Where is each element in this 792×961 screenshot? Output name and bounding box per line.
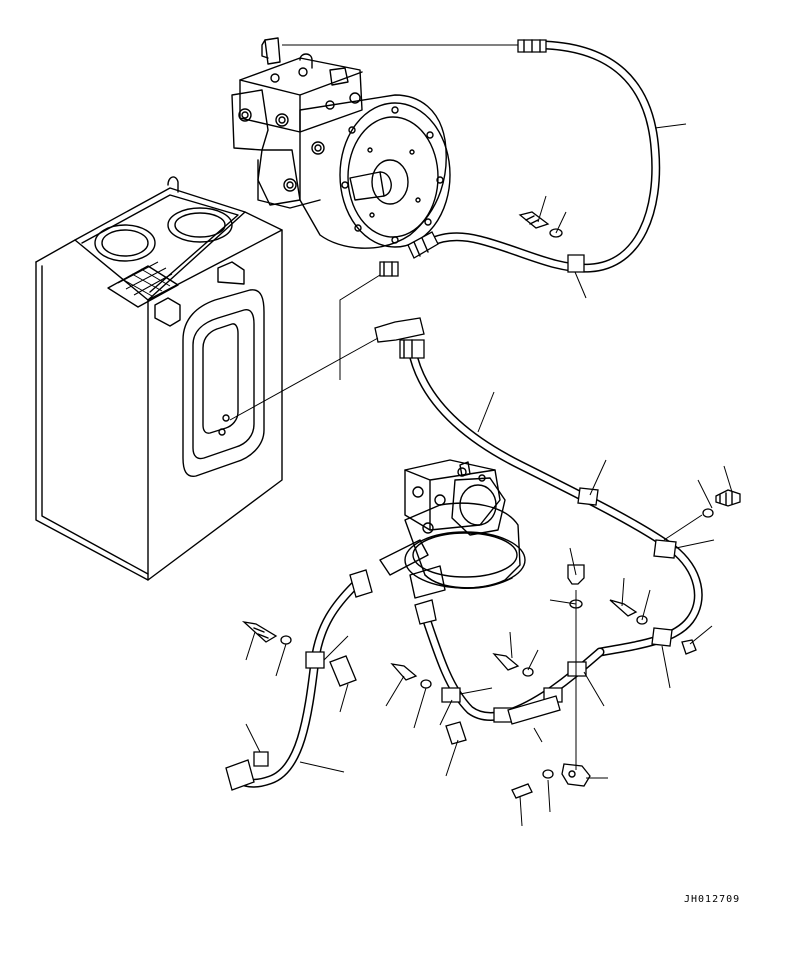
callout-leaders bbox=[245, 123, 733, 827]
hose-fittings bbox=[225, 39, 547, 791]
hydraulic-tank bbox=[35, 176, 283, 581]
bolts-and-washers bbox=[241, 211, 741, 799]
hose-clamps bbox=[305, 254, 677, 725]
hoses bbox=[230, 40, 703, 788]
main-pump bbox=[231, 37, 451, 249]
connection-lines bbox=[229, 44, 703, 770]
drawing-id-label: JH012709 bbox=[684, 894, 741, 905]
swing-motor bbox=[379, 459, 526, 599]
